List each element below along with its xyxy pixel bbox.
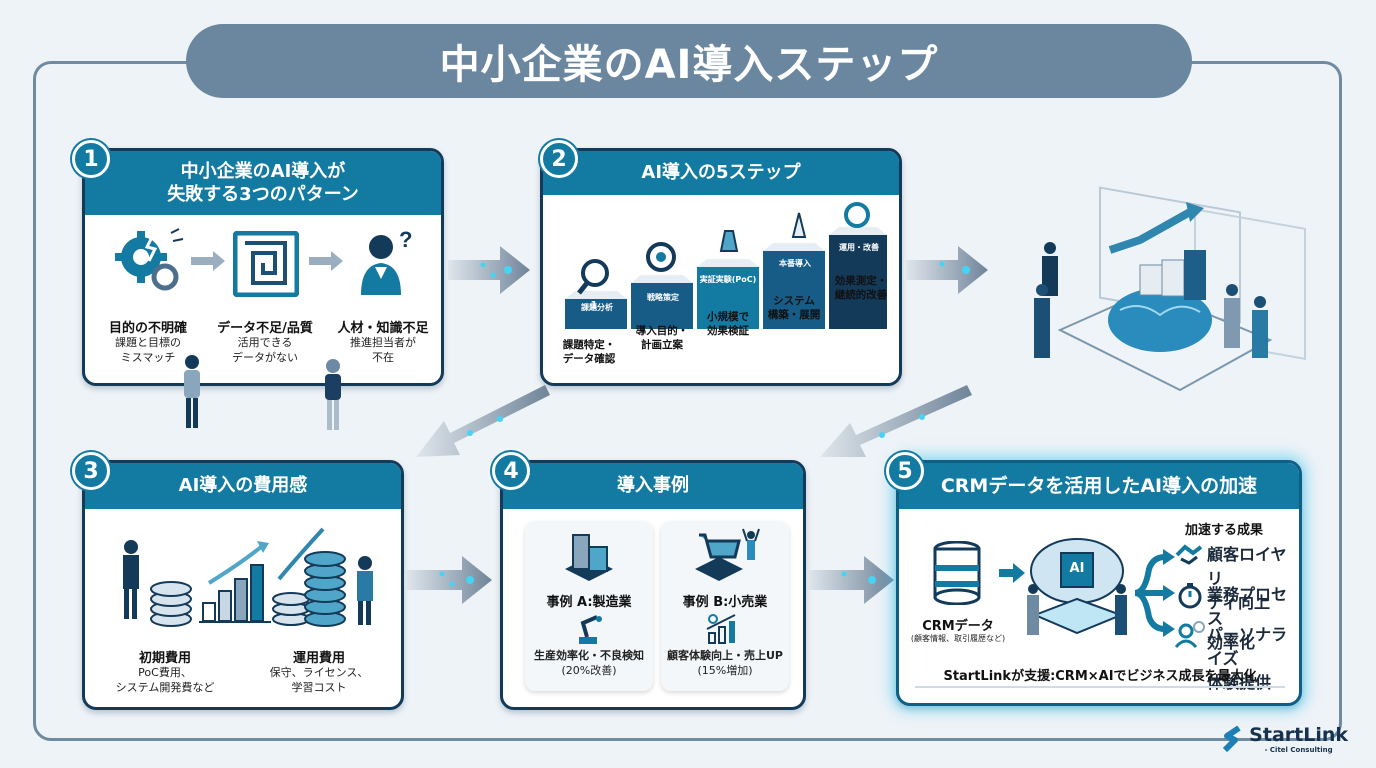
stopwatch-icon xyxy=(1178,583,1202,609)
panel-header: 導入事例 xyxy=(503,463,803,509)
step-caption-1: 課題特定・ データ確認 xyxy=(562,339,616,365)
step-caption-5: 効果測定・ 継続的改善 xyxy=(834,275,888,301)
person-chat-icon xyxy=(1175,621,1205,649)
person-figure-icon xyxy=(1027,584,1039,635)
step-badge-3: 3 xyxy=(72,452,110,490)
step-caption-4: システム 構築・展開 xyxy=(767,295,821,321)
svg-text:?: ? xyxy=(399,227,412,252)
cost-item-initial: 初期費用 PoC費用、 システム開発費など xyxy=(115,651,215,694)
step-block-5 xyxy=(829,227,887,329)
coin-stack-icon xyxy=(150,581,192,627)
flow-arrow-down-left xyxy=(820,385,972,457)
panel-header: 中小企業のAI導入が 失敗する3つのパターン xyxy=(85,151,441,215)
person-figure-icon xyxy=(123,540,139,619)
person-figure-icon xyxy=(184,355,200,428)
page-title: 中小企業のAI導入ステップ xyxy=(186,24,1192,98)
panel-title: AI導入の費用感 xyxy=(178,475,308,497)
ai-chip-label: AI xyxy=(1069,561,1085,576)
panel-crm-acceleration: CRMデータを活用したAI導入の加速 CRMデータ (顧客情報、取引履歴など) … xyxy=(896,460,1302,706)
pattern-item-2: データ不足/品質 活用できる データがない xyxy=(217,321,313,364)
panel-header: AI導入の費用感 xyxy=(85,463,401,509)
step-badge-1: 1 xyxy=(72,140,110,178)
pattern-item-3: 人材・知識不足 推進担当者が 不在 xyxy=(337,321,429,364)
robot-arm-icon xyxy=(579,615,602,644)
person-figure-icon xyxy=(1115,584,1127,635)
case-result: 顧客体験向上・売上UP xyxy=(667,649,783,662)
cost-item-running: 運用費用 保守、ライセンス、 学習コスト xyxy=(269,651,369,694)
panel-header: CRMデータを活用したAI導入の加速 xyxy=(899,463,1299,509)
step-badge-4: 4 xyxy=(492,452,530,490)
panel-title: CRMデータを活用したAI導入の加速 xyxy=(940,474,1258,497)
logo-name: StartLink xyxy=(1249,724,1348,746)
panel-title-line2: 失敗する3つのパターン xyxy=(167,184,359,205)
confused-person-icon: ? xyxy=(361,227,412,295)
growth-chart-icon xyxy=(706,614,736,644)
step-block-label-4: 本番導入 xyxy=(779,259,811,268)
step-block-2 xyxy=(631,275,693,329)
shopping-cart-icon xyxy=(695,528,760,581)
panel-cost: AI導入の費用感 初期費用 PoC費用、 システム開発費など 運用費用 保守、ラ… xyxy=(82,460,404,710)
step-badge-2: 2 xyxy=(540,140,578,178)
case-card-b: 事例 B:小売業 顧客体験向上・売上UP (15%増加) xyxy=(661,521,789,691)
flow-arrow-down-left xyxy=(416,385,550,457)
case-title: 事例 A:製造業 xyxy=(546,595,632,610)
flow-arrow-right xyxy=(808,556,894,604)
factory-building-icon xyxy=(565,534,613,581)
step-caption-2: 導入目的・ 計画立案 xyxy=(635,325,689,351)
ai-brain-illustration xyxy=(1027,538,1127,635)
result-item-2: 業務プロセス効率化 xyxy=(1207,585,1288,652)
logo-sub: - Citel Consulting xyxy=(1264,746,1333,754)
panel-header: AI導入の5ステップ xyxy=(543,151,899,195)
step-badge-5: 5 xyxy=(886,452,924,490)
crm-sub: (顧客情報、取引履歴など) xyxy=(910,634,1006,643)
flow-arrow-right xyxy=(406,556,492,604)
case-result-value: (15%増加) xyxy=(697,663,753,677)
case-title: 事例 B:小売業 xyxy=(682,595,768,610)
maze-icon xyxy=(233,231,299,297)
step-block-label-2: 戦略策定 xyxy=(647,293,679,302)
arrow-right-icon xyxy=(309,251,343,271)
broken-gear-icon xyxy=(115,228,184,291)
flow-arrow-right xyxy=(448,246,530,294)
panel-case-studies: 導入事例 事例 A:製造業 生産効率化・不良検知 (20%改善) 事例 B:小売… xyxy=(500,460,806,710)
ai-team-illustration xyxy=(1034,186,1306,392)
step-block-1 xyxy=(565,291,627,329)
database-icon xyxy=(933,541,981,605)
handshake-icon xyxy=(1175,544,1203,565)
person-figure-icon xyxy=(325,359,341,430)
step-block-4 xyxy=(763,243,825,329)
results-title: 加速する成果 xyxy=(1184,523,1263,538)
step-block-3 xyxy=(697,259,759,329)
result-item-1: 顧客ロイヤリティ向上 xyxy=(1207,545,1287,612)
celebrating-person-icon xyxy=(742,528,760,560)
flow-arrow-right xyxy=(906,246,988,294)
support-footer: StartLinkが支援:CRM×AIでビジネス成長を最大化 xyxy=(915,665,1285,688)
startlink-logo-icon xyxy=(1223,726,1241,752)
pattern-item-1: 目的の不明確 課題と目標の ミスマッチ xyxy=(108,321,187,364)
panel-title-line1: 中小企業のAI導入が xyxy=(180,160,346,182)
person-figure-icon xyxy=(357,556,373,625)
step-caption-3: 小規模で 効果検証 xyxy=(707,311,749,337)
branching-arrows-icon xyxy=(1135,549,1175,637)
arrow-right-icon xyxy=(999,563,1025,583)
bar-chart-icon xyxy=(199,541,271,623)
cost-growth-illustration xyxy=(123,527,373,627)
startlink-logo: StartLink - Citel Consulting xyxy=(1221,724,1348,754)
panel-five-steps: AI導入の5ステップ 1 課題特定・ データ確認 導入目的・ 計画立案 小規模で… xyxy=(540,148,902,386)
step-block-label-5: 運用・改善 xyxy=(839,243,879,252)
case-result: 生産効率化・不良検知 xyxy=(534,649,644,662)
case-result-value: (20%改善) xyxy=(561,663,617,677)
case-card-a: 事例 A:製造業 生産効率化・不良検知 (20%改善) xyxy=(525,521,653,691)
panel-failure-patterns: 中小企業のAI導入が 失敗する3つのパターン ? 目的の不明確 課題と目標の ミ… xyxy=(82,148,444,386)
arrow-right-icon xyxy=(191,251,225,271)
step-number-1: 1 xyxy=(590,300,598,311)
panel-title: AI導入の5ステップ xyxy=(641,162,801,184)
panel-title: 導入事例 xyxy=(617,475,689,497)
step-block-label-3: 実証実験(PoC) xyxy=(699,275,757,284)
coin-stack-icon xyxy=(272,551,346,627)
crm-label: CRMデータ xyxy=(922,619,994,634)
step-block-label-1: 課題分析 xyxy=(581,303,613,312)
staircase-steps xyxy=(565,202,887,329)
